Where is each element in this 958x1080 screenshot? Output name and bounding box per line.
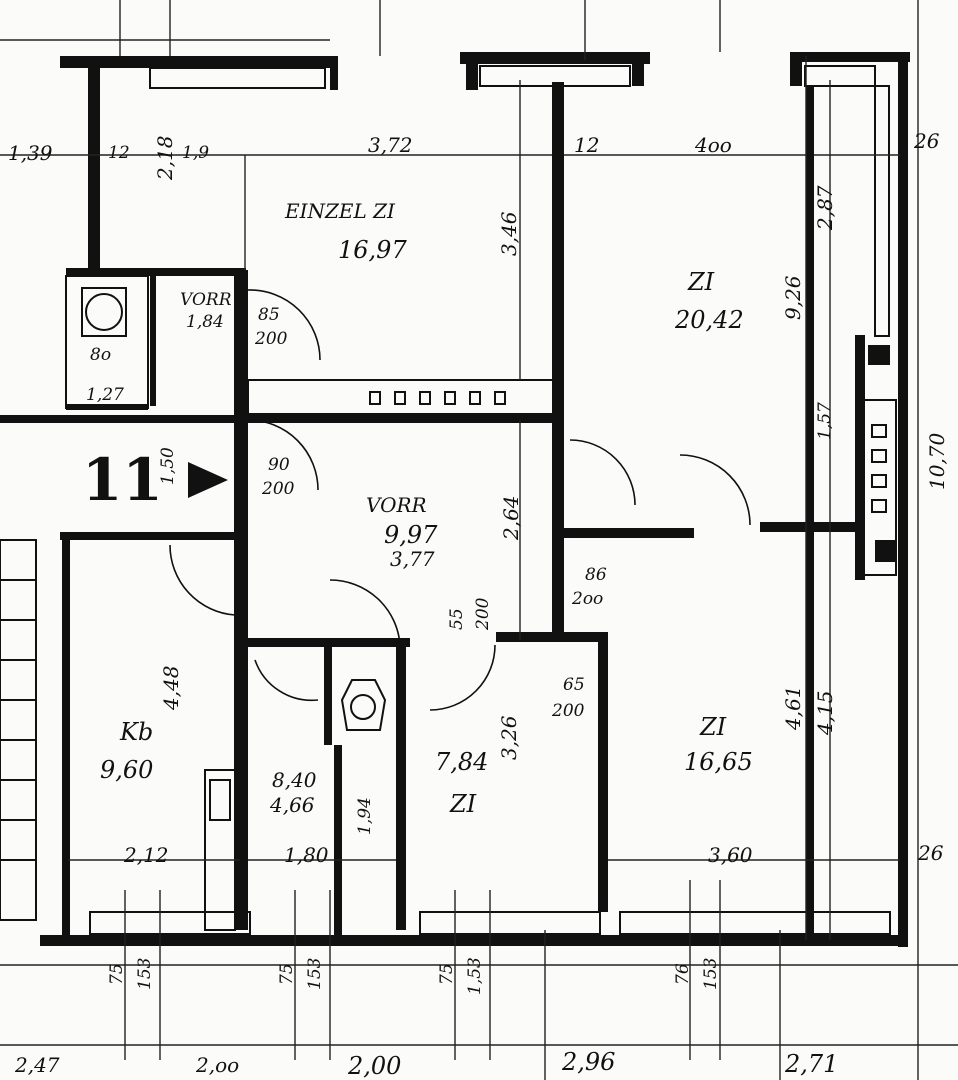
toilet-icon	[85, 293, 123, 331]
unit-number: 11	[82, 446, 163, 514]
dim-3-60: 3,60	[708, 843, 753, 867]
dim-2-87: 2,87	[813, 185, 837, 231]
dim-1-27: 1,27	[86, 385, 124, 405]
bottom-2-96: 2,96	[561, 1048, 615, 1076]
room-name-kb: Kb	[119, 718, 153, 746]
room-name-einzel: EINZEL ZI	[284, 199, 396, 223]
dim-10-70: 10,70	[925, 432, 949, 490]
fixtures	[81, 287, 387, 731]
door-90: 90	[268, 455, 290, 475]
door-65: 65	[563, 675, 585, 695]
dim-3-26: 3,26	[497, 715, 521, 760]
dim-12-a: 12	[108, 143, 130, 163]
room-area-zi-right: 16,65	[684, 748, 753, 776]
room-area-vorr-small: 1,84	[186, 312, 224, 332]
wardrobe-hatching	[369, 345, 895, 562]
door-86: 86	[585, 565, 607, 585]
room-name-vorr-small: VORR	[180, 290, 232, 310]
bottom-2-oo: 2,oo	[195, 1053, 239, 1077]
room-name-zi-right: ZI	[699, 713, 727, 741]
bottom-2-71: 2,71	[784, 1050, 838, 1078]
room-sub-bad: 4,66	[269, 793, 315, 817]
room-name-zi-large: ZI	[687, 268, 715, 296]
dim-2-12: 2,12	[123, 843, 169, 867]
bottom-153-c: 1,53	[465, 957, 485, 995]
bottom-75-b: 75	[277, 963, 297, 985]
dim-12-b: 12	[574, 133, 599, 157]
dim-4-48: 4,48	[159, 665, 183, 711]
dim-26-b: 26	[917, 841, 944, 865]
bottom-75-c: 75	[437, 963, 457, 985]
dim-4-61: 4,61	[781, 685, 805, 731]
door-55: 55	[447, 608, 467, 630]
dim-1-50: 1,50	[158, 447, 178, 485]
bottom-2-47: 2,47	[14, 1053, 60, 1077]
door-200-e: 200	[473, 597, 493, 631]
room-area-kb: 9,60	[100, 756, 153, 784]
dim-3-72: 3,72	[368, 133, 413, 157]
room-sub-vorr-small: 8o	[90, 345, 111, 365]
bottom-76: 76	[673, 963, 693, 985]
door-200-d: 200	[551, 701, 585, 721]
washbasin-icon	[340, 679, 387, 731]
room-area-zi-small: 7,84	[435, 748, 488, 776]
room-area-vorr: 9,97	[384, 521, 438, 549]
room-area-einzel: 16,97	[338, 236, 407, 264]
door-85: 85	[258, 305, 280, 325]
dim-400: 4oo	[694, 133, 732, 157]
dim-1-39: 1,39	[8, 141, 53, 165]
door-200-a: 200	[254, 329, 288, 349]
bottom-153-a: 153	[135, 958, 155, 990]
dim-9-26: 9,26	[781, 275, 805, 320]
dim-26-a: 26	[913, 129, 940, 153]
entry-arrow-icon	[188, 462, 228, 498]
door-swings	[169, 289, 751, 711]
door-2oo: 2oo	[571, 589, 603, 609]
room-sub-vorr: 3,77	[390, 547, 435, 571]
stairs	[0, 539, 37, 921]
dim-1-94: 1,94	[355, 797, 375, 835]
dim-1-57: 1,57	[815, 402, 835, 440]
dim-1-80: 1,80	[284, 843, 329, 867]
room-name-vorr: VORR	[366, 493, 427, 517]
dim-2-18: 2,18	[153, 135, 177, 181]
door-200-b: 200	[261, 479, 295, 499]
room-name-zi-small: ZI	[449, 790, 477, 818]
bottom-153-d: 153	[701, 958, 721, 990]
dim-1-9: 1,9	[182, 143, 209, 163]
bottom-75-a: 75	[107, 963, 127, 985]
bottom-2-00: 2,00	[347, 1052, 401, 1080]
walls	[0, 52, 910, 947]
dim-3-46: 3,46	[497, 211, 521, 256]
room-area-zi-large: 20,42	[674, 306, 744, 334]
room-area-bad: 8,40	[272, 768, 317, 792]
dim-4-15: 4,15	[813, 690, 837, 736]
bottom-153-b: 153	[305, 958, 325, 990]
dim-2-64: 2,64	[499, 495, 523, 541]
